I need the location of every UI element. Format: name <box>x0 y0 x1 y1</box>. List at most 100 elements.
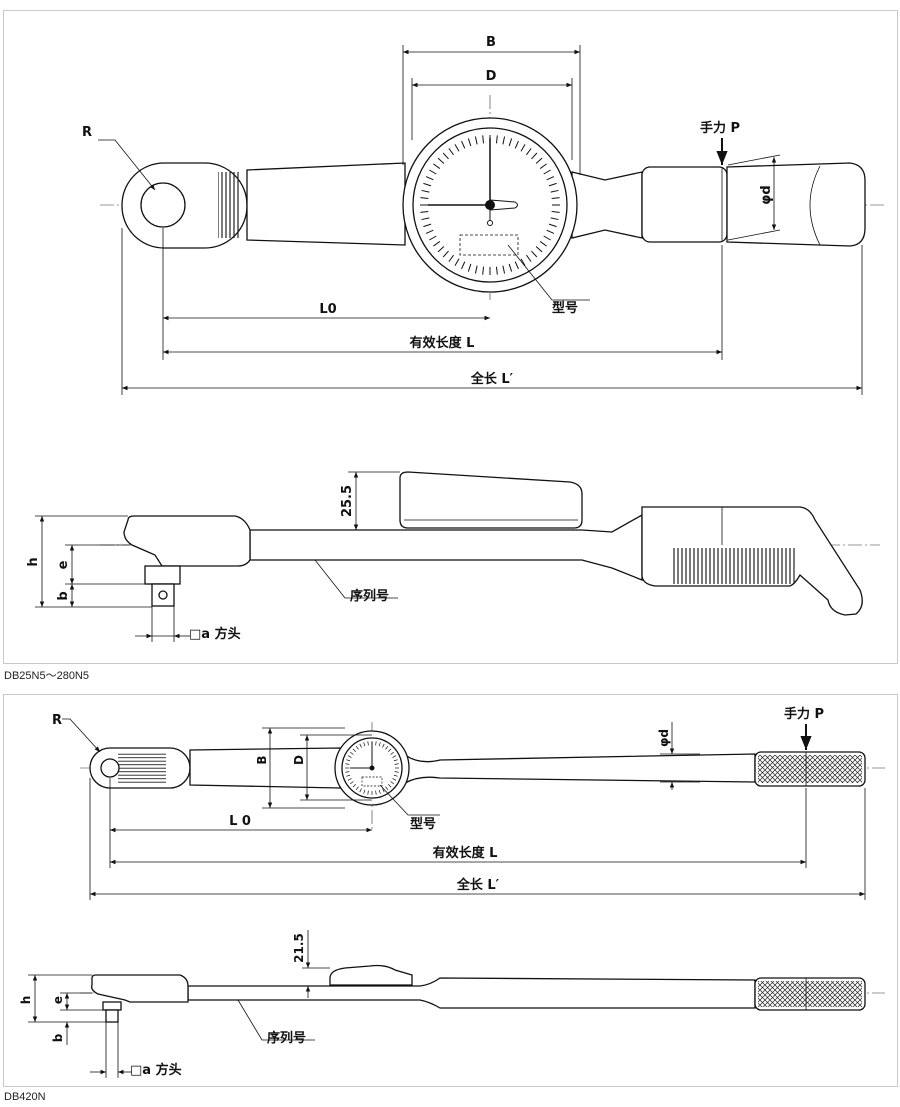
label-b: B <box>255 755 269 764</box>
leader-r <box>98 139 156 191</box>
dial-tick <box>535 246 543 253</box>
dial-tick <box>382 743 385 748</box>
dial-tick <box>347 778 352 781</box>
dial-tick <box>535 157 543 164</box>
dial-tick <box>467 138 472 147</box>
handle-end-curve <box>809 165 821 246</box>
ratchet-head-side <box>123 515 251 567</box>
dial-tick <box>347 755 352 758</box>
dial-tick <box>551 197 560 200</box>
dial-housing-side <box>329 964 413 986</box>
dial-tick <box>393 759 398 762</box>
label-e: e <box>51 996 65 1004</box>
dial-tick <box>429 169 437 175</box>
ratchet-head-side <box>90 974 189 1003</box>
dial-tick <box>429 235 437 241</box>
dial-center <box>369 765 375 771</box>
dial-tick <box>346 759 351 762</box>
dial-tick <box>502 265 506 274</box>
dial-tick <box>385 745 389 750</box>
dial-tick <box>546 176 555 181</box>
label-l0: L 0 <box>229 814 251 829</box>
dial-tick <box>421 189 430 193</box>
shaft-long <box>404 753 756 785</box>
shaft-side <box>249 513 643 581</box>
label-hand-force: 手力 P <box>784 706 824 722</box>
shaft-side <box>187 977 756 1009</box>
dial-tick <box>378 742 381 747</box>
dial-tick <box>359 743 362 748</box>
label-b: B <box>486 35 496 50</box>
label-b: b <box>56 591 71 600</box>
dial-tick <box>448 254 454 262</box>
dial-tick <box>394 763 399 765</box>
dial-tick <box>394 771 399 773</box>
dial-tick <box>520 144 526 152</box>
dial-tick <box>531 152 538 160</box>
dial-ticks <box>420 135 560 275</box>
dial-tick <box>346 774 351 777</box>
dial-tick <box>433 241 441 247</box>
dial-tick <box>520 258 526 266</box>
dial-tick <box>474 265 478 274</box>
dial-tick <box>363 789 366 794</box>
label-h: h <box>26 557 41 566</box>
leader-r <box>62 718 101 753</box>
dial-tick <box>454 258 460 266</box>
label-hand-force: 手力 P <box>700 120 740 136</box>
drive-hole <box>100 758 120 778</box>
label-serial: 序列号 <box>350 588 389 604</box>
dial-tick <box>345 771 350 773</box>
label-effective-length: 有效长度 L <box>410 335 475 351</box>
label-overall-length: 全长 L′ <box>470 371 514 387</box>
dial-tick <box>514 261 519 270</box>
dial-tick <box>420 197 429 200</box>
dial-tick <box>423 182 432 187</box>
handle-grip-ridges <box>672 548 797 584</box>
label-grip-diameter: φd <box>657 729 671 747</box>
dial-tick <box>433 163 441 169</box>
dial-tick <box>550 189 559 193</box>
leader-model <box>507 244 590 301</box>
dial-tick <box>421 217 430 221</box>
wrench-bottom-side-view: 21.5 h e b □a 方头 序列号 <box>19 930 885 1078</box>
wrench-top-plan-view: B D R 手力 P φd 型号 L0 有效长度 L 全长 L′ <box>82 35 885 395</box>
label-b: b <box>51 1033 65 1042</box>
model-plate <box>459 234 519 256</box>
dial-tick <box>349 781 354 785</box>
dial-tick <box>390 781 395 785</box>
dial-tick <box>388 748 392 752</box>
label-square-drive: □a 方头 <box>189 626 241 642</box>
label-model: 型号 <box>410 816 436 832</box>
dial-tick <box>508 263 513 272</box>
shaft-neck <box>571 171 643 239</box>
label-h: h <box>19 996 33 1005</box>
label-height-25-5: 25.5 <box>340 485 355 517</box>
dial-tick <box>548 182 557 187</box>
dial-tick <box>385 786 389 791</box>
head-grip-ridges <box>218 172 240 238</box>
dial-tick <box>437 246 445 253</box>
shaft <box>246 162 406 246</box>
dial-tick <box>539 241 547 247</box>
dial-tick <box>367 741 369 746</box>
dial-tick <box>514 140 519 149</box>
dial-tick <box>352 748 356 752</box>
handle-knurl-pattern <box>758 755 862 783</box>
dial-tick <box>495 266 498 275</box>
label-d: D <box>292 755 306 765</box>
dial-tick <box>359 788 362 793</box>
dial-tick <box>551 210 560 213</box>
dial-tick <box>543 169 551 175</box>
dial-housing-side <box>399 471 583 529</box>
dial-tick <box>461 140 466 149</box>
dial-tick <box>539 163 547 169</box>
dial-tick <box>448 148 454 156</box>
label-d: D <box>486 69 497 84</box>
dial-tick <box>355 786 359 791</box>
dial-tick <box>378 789 381 794</box>
dial-tick <box>442 250 449 258</box>
dial-tick <box>442 152 449 160</box>
dial-tick <box>543 235 551 241</box>
dial-tick <box>495 135 498 144</box>
